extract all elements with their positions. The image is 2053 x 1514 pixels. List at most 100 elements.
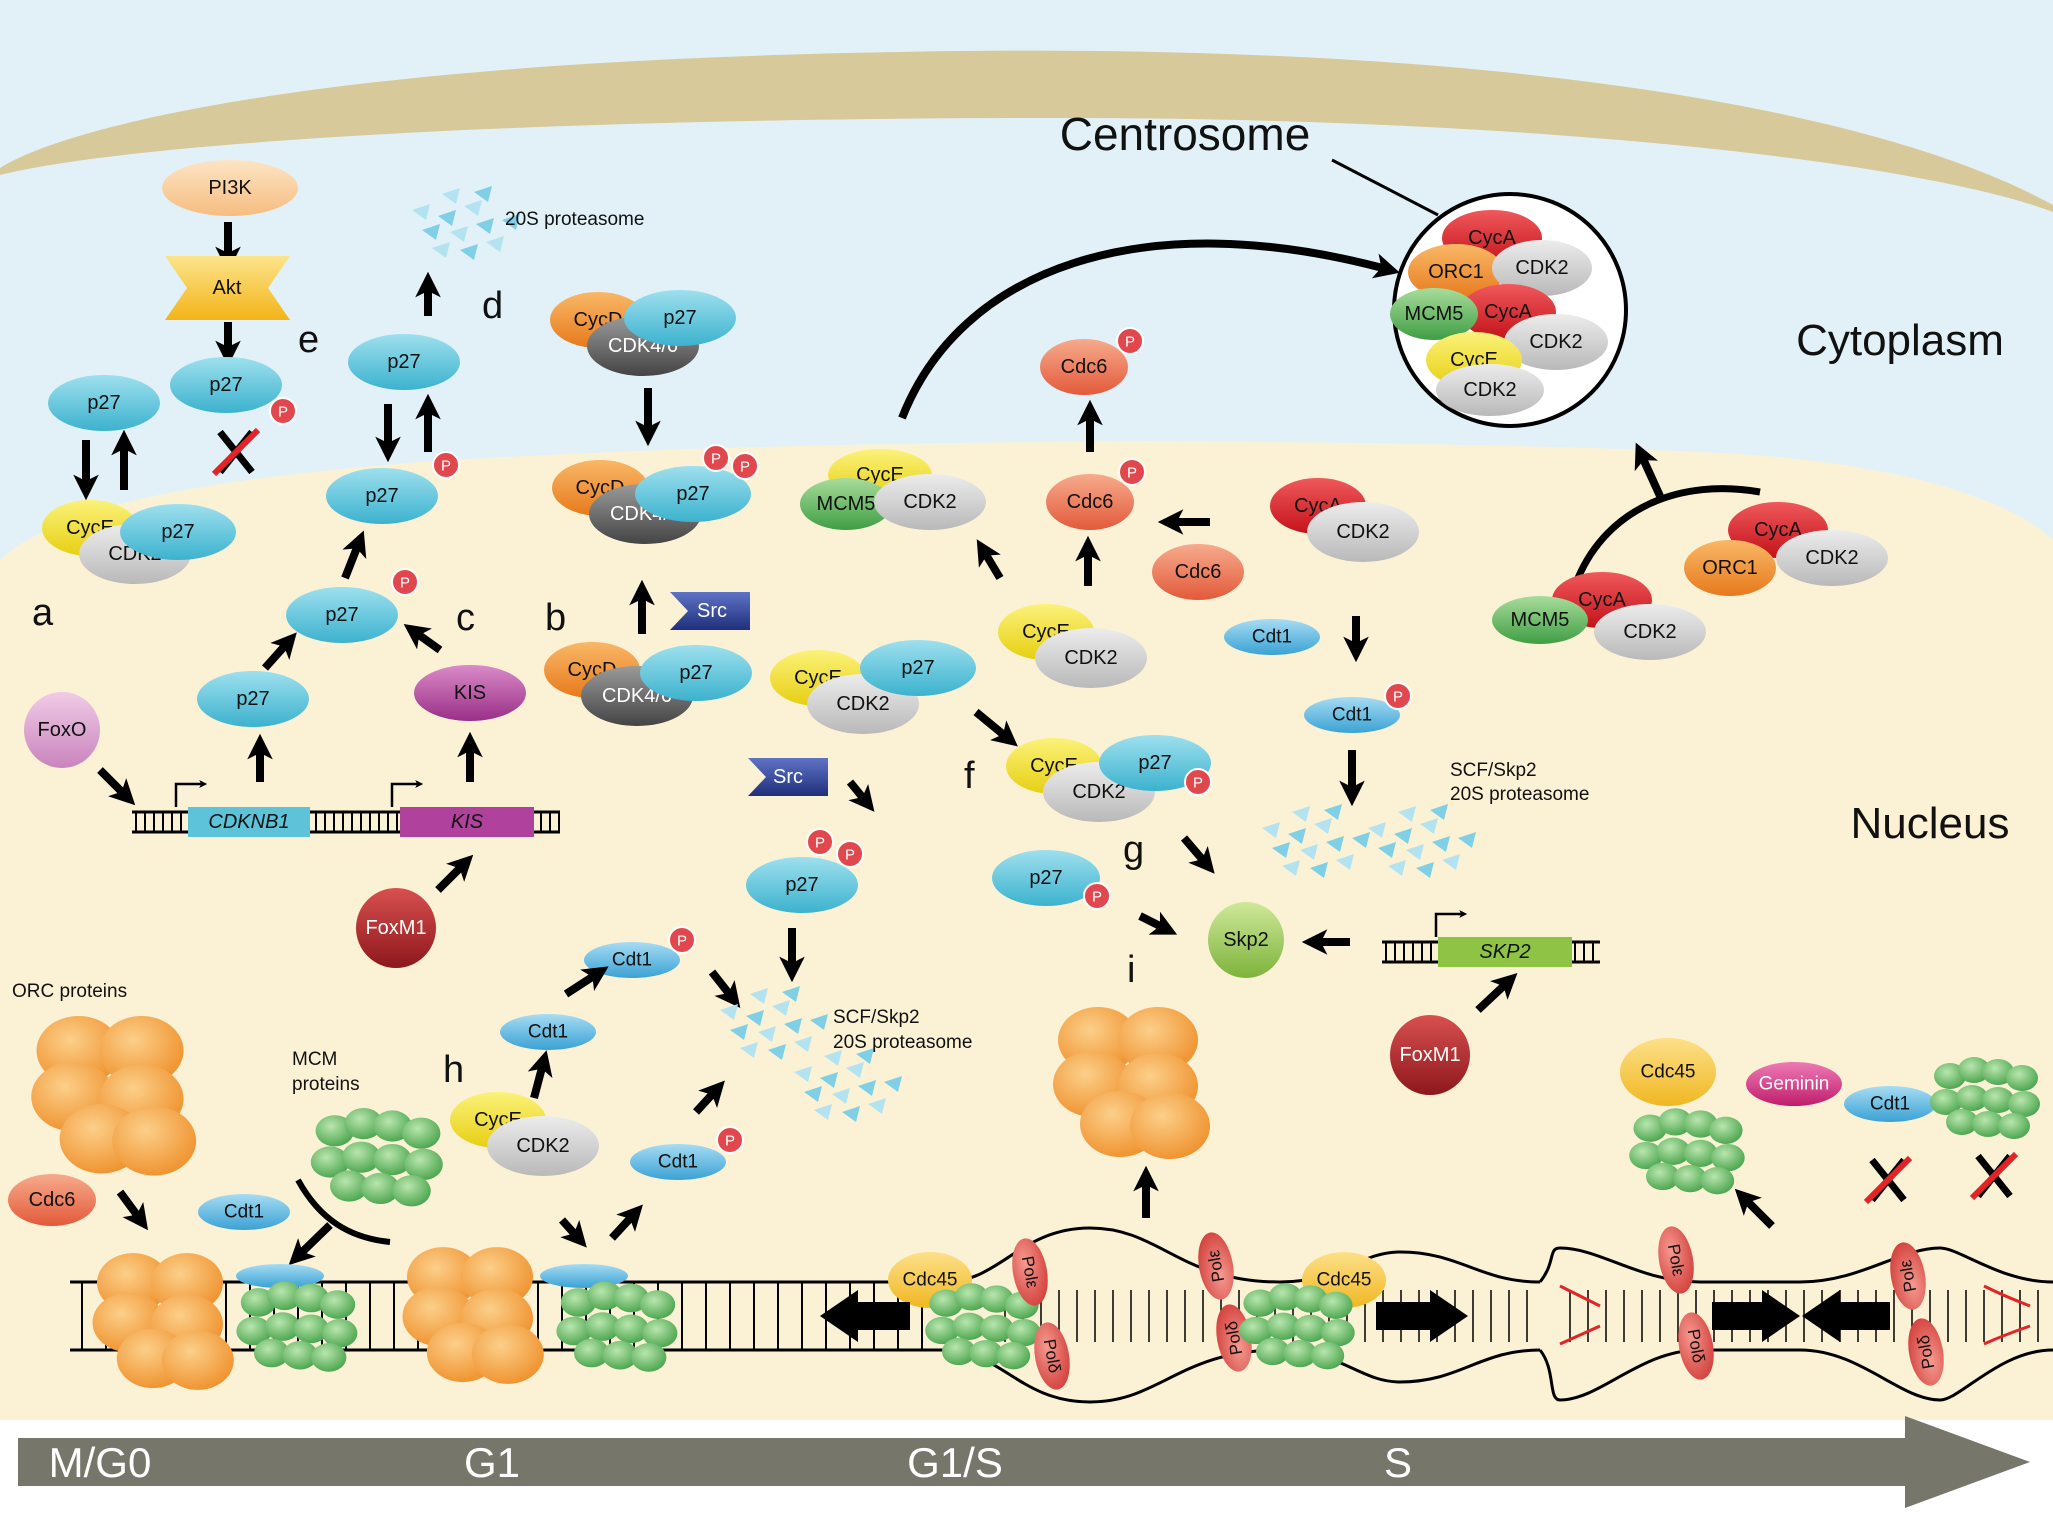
cdt1-h-phosphate-label: P bbox=[677, 933, 687, 950]
centrosome-cdk2-3-label: CDK2 bbox=[1463, 379, 1516, 401]
p27-nuclear-d bbox=[326, 468, 438, 524]
proteasome-lower-b-shard bbox=[794, 1066, 812, 1082]
okazaki-fragment bbox=[1559, 1284, 1601, 1308]
dna-bubble-bottom bbox=[944, 1348, 1541, 1404]
proteasome-lower-a-shard bbox=[750, 988, 768, 1004]
cyce-mcm5-complex-cdk2-label: CDK2 bbox=[903, 491, 956, 513]
orc-proteins-cluster-subunit bbox=[99, 1015, 184, 1086]
p27-bound-a-label: p27 bbox=[161, 521, 194, 543]
mcm-free-cluster-subunit bbox=[330, 1170, 369, 1202]
cdc6-cytoplasmic-label: Cdc6 bbox=[1061, 356, 1108, 378]
cdt1-free-label: Cdt1 bbox=[1252, 627, 1292, 648]
mcm-s-right-subunit bbox=[2006, 1065, 2038, 1091]
p27-phospho-f-label: p27 bbox=[785, 874, 818, 896]
cyce-cdk2-g-cdk-label: CDK2 bbox=[1072, 781, 1125, 803]
skp2-gene-label: SKP2 bbox=[1479, 941, 1530, 963]
mcm-s-right-subunit bbox=[1982, 1087, 2014, 1113]
mcm-origin-g1-subunit bbox=[631, 1343, 667, 1372]
p27-new-label: p27 bbox=[236, 688, 269, 710]
cyca-cdk2-right-cdk2 bbox=[1776, 530, 1888, 586]
panel-label-g: g bbox=[1123, 829, 1144, 871]
cdc6-phospho-nuclear bbox=[1046, 474, 1134, 530]
mcm-fork-left-subunit bbox=[952, 1312, 987, 1340]
centrosome-cyca-1-label: CycA bbox=[1468, 227, 1516, 249]
mcm-origin-mg0-subunit bbox=[293, 1314, 329, 1344]
src-node-b bbox=[670, 592, 750, 630]
orc-released-cluster-subunit bbox=[1130, 1093, 1210, 1159]
proteasome-lower-b-shard bbox=[824, 1050, 842, 1066]
mcm-origin-mg0-subunit bbox=[322, 1318, 358, 1348]
skp2-node-label: Skp2 bbox=[1223, 929, 1269, 951]
phase-label-s: S bbox=[1384, 1439, 1412, 1486]
mcm-fork-left-subunit bbox=[954, 1283, 989, 1311]
mcm-origin-mg0-subunit bbox=[267, 1281, 303, 1311]
panel-label-b: b bbox=[545, 597, 566, 639]
mcm-released-s-subunit bbox=[1658, 1108, 1693, 1136]
fork-right-arrow bbox=[1376, 1290, 1468, 1342]
cdt1-mg0-label: Cdt1 bbox=[224, 1202, 264, 1223]
p27-phosphate-g-label: P bbox=[1193, 775, 1203, 792]
cdc45-fork-left-label: Cdc45 bbox=[903, 1270, 958, 1291]
proteasome-lower-a-shard bbox=[758, 1026, 776, 1042]
p27-phosphate-g bbox=[1184, 768, 1212, 796]
mcm-label: MCM bbox=[292, 1049, 337, 1070]
p27-phospho-i bbox=[992, 850, 1100, 906]
arrow-mcm-loading bbox=[288, 1222, 333, 1266]
p27-phosphate-d bbox=[432, 451, 460, 479]
foxm1-node-right bbox=[1390, 1015, 1470, 1095]
cyca-cdk2-nuclear-cdk-label: CDK2 bbox=[1336, 521, 1389, 543]
mcm-origin-g1-subunit bbox=[587, 1281, 623, 1311]
mcm-fork-left-subunit bbox=[979, 1285, 1014, 1313]
cdt1-geminin-label: Cdt1 bbox=[1870, 1094, 1910, 1115]
arrow-cdt1-lower-to-proteasome bbox=[693, 1080, 725, 1115]
p27-bound-g bbox=[1099, 735, 1211, 791]
pol-e-3 bbox=[1658, 1226, 1694, 1294]
proteasome-upper-a-shard bbox=[1262, 822, 1280, 838]
orc-proteins-label: ORC proteins bbox=[12, 981, 127, 1002]
cdc6-nuclear bbox=[1152, 544, 1244, 600]
cdc6-nuclear-phosphate-label: P bbox=[1127, 465, 1137, 482]
p27-akt-phosphate-label: P bbox=[278, 404, 288, 421]
mcm-fork-left-subunit bbox=[969, 1339, 1003, 1368]
proteasome-d-shard bbox=[502, 214, 520, 230]
proteasome-label-upper: 20S proteasome bbox=[1450, 784, 1589, 805]
okazaki-fragment bbox=[1983, 1284, 2031, 1308]
arrow-to-centrosome bbox=[898, 239, 1400, 420]
cyca-cdk2-right-orc1-label: ORC1 bbox=[1702, 557, 1758, 579]
cdt1-lower-phosphate bbox=[716, 1126, 744, 1154]
p27-phosphate-i-label: P bbox=[1092, 889, 1102, 906]
cdc45-fork-right-label: Cdc45 bbox=[1317, 1270, 1372, 1291]
src-node-b-label: Src bbox=[697, 600, 727, 622]
cdknb1-gene-promoter-arrow bbox=[174, 779, 208, 807]
orc-origin-mg0-subunit bbox=[151, 1253, 223, 1313]
mcm-origin-mg0-subunit bbox=[311, 1343, 347, 1372]
scf-skp2-label-upper: SCF/Skp2 bbox=[1450, 760, 1537, 781]
mcm-s-right-subunit bbox=[1934, 1063, 1966, 1089]
arrow-p27-c-to-d bbox=[341, 530, 367, 580]
p27-phosphate-c bbox=[391, 568, 419, 596]
cdc45-released bbox=[1620, 1038, 1716, 1106]
proteasome-d-shard bbox=[432, 242, 450, 258]
proteasome-upper-b-shard bbox=[1388, 860, 1406, 876]
orc-proteins-cluster-subunit bbox=[112, 1106, 197, 1176]
skp2-gene-promoter-arrow bbox=[1434, 909, 1468, 937]
proteasome-d-shard bbox=[442, 188, 460, 204]
cdt1-phospho bbox=[1304, 697, 1400, 733]
foxo-node bbox=[24, 692, 100, 768]
mcm-free-cluster-subunit bbox=[373, 1144, 412, 1176]
kis-node-label: KIS bbox=[454, 682, 486, 704]
arrow-foxm1-skp2 bbox=[1475, 972, 1518, 1013]
p27-akt-target-label: p27 bbox=[209, 374, 242, 396]
mcm-fork-left-subunit bbox=[996, 1342, 1031, 1370]
mcm-fork-left-subunit bbox=[1007, 1318, 1041, 1347]
skp2-node bbox=[1208, 902, 1284, 978]
pi3k-node-label: PI3K bbox=[208, 177, 252, 199]
mcm-origin-mg0-subunit bbox=[282, 1340, 318, 1370]
proteasome-lower-a-shard bbox=[784, 1018, 802, 1034]
mcm-s-right-subunit bbox=[1946, 1109, 1978, 1135]
p27-phospho-c bbox=[286, 587, 398, 643]
proteasome-lower-a-shard bbox=[720, 1004, 738, 1020]
proteasome-d-shard bbox=[486, 236, 504, 252]
p27-phosphate-f2 bbox=[836, 840, 864, 868]
